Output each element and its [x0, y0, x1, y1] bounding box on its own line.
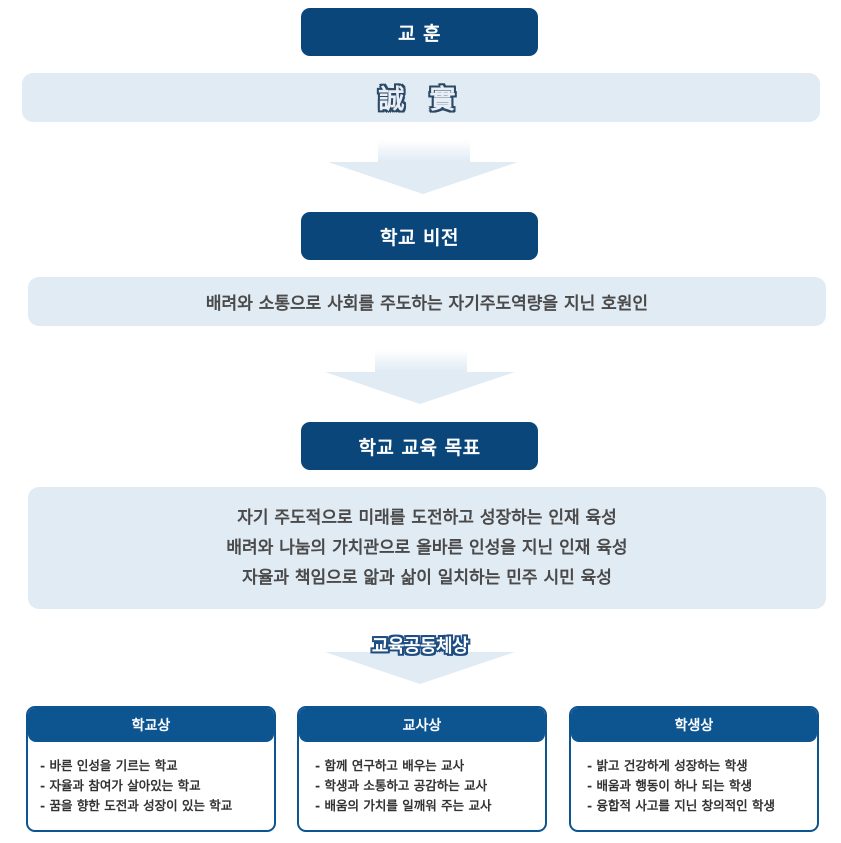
school-card: 학교상 - 바른 인성을 기르는 학교 - 자율과 참여가 살아있는 학교 - … — [26, 706, 276, 832]
vision-title: 학교 비전 — [301, 212, 538, 260]
student-card: 학생상 - 밝고 건강하게 성장하는 학생 - 배움과 행동이 하나 되는 학생… — [569, 706, 819, 832]
motto-value: 誠 實 — [378, 85, 464, 115]
motto-title: 교 훈 — [301, 8, 538, 56]
goals-title-label: 학교 교육 목표 — [358, 436, 481, 459]
card-title: 교사상 — [299, 708, 545, 742]
goal-line: 자율과 책임으로 앎과 삶이 일치하는 민주 시민 육성 — [242, 568, 612, 588]
card-item: - 학생과 소통하고 공감하는 교사 — [315, 778, 488, 793]
card-item: - 배움의 가치를 일깨워 주는 교사 — [315, 798, 492, 813]
card-item: - 배움과 행동이 하나 되는 학생 — [587, 778, 752, 793]
goal-line: 자기 주도적으로 미래를 도전하고 성장하는 인재 육성 — [237, 508, 617, 528]
card-item: - 바른 인성을 기르는 학교 — [40, 758, 178, 773]
teacher-card: 교사상 - 함께 연구하고 배우는 교사 - 학생과 소통하고 공감하는 교사 … — [297, 706, 547, 832]
vision-text: 배려와 소통으로 사회를 주도하는 자기주도역량을 지닌 호원인 — [205, 294, 649, 314]
card-item: - 융합적 사고를 지닌 창의적인 학생 — [587, 798, 775, 813]
community-title: 교육공동체상 — [371, 636, 469, 657]
card-item: - 함께 연구하고 배우는 교사 — [315, 758, 465, 773]
card-item: - 꿈을 향한 도전과 성장이 있는 학교 — [40, 798, 233, 813]
card-item: - 밝고 건강하게 성장하는 학생 — [587, 758, 748, 773]
motto-panel: 誠 實 — [22, 73, 820, 122]
down-arrow-icon — [325, 630, 515, 685]
vision-panel: 배려와 소통으로 사회를 주도하는 자기주도역량을 지닌 호원인 — [28, 277, 826, 326]
card-title: 학생상 — [571, 708, 817, 742]
down-arrow-icon — [328, 140, 518, 200]
goal-line: 배려와 나눔의 가치관으로 올바른 인성을 지닌 인재 육성 — [226, 538, 628, 558]
goals-panel: 자기 주도적으로 미래를 도전하고 성장하는 인재 육성 배려와 나눔의 가치관… — [28, 487, 826, 609]
goals-title: 학교 교육 목표 — [301, 422, 538, 470]
motto-title-label: 교 훈 — [397, 22, 442, 45]
card-title: 학교상 — [28, 708, 274, 742]
card-item: - 자율과 참여가 살아있는 학교 — [40, 778, 201, 793]
vision-title-label: 학교 비전 — [379, 226, 460, 249]
down-arrow-icon — [325, 350, 515, 410]
